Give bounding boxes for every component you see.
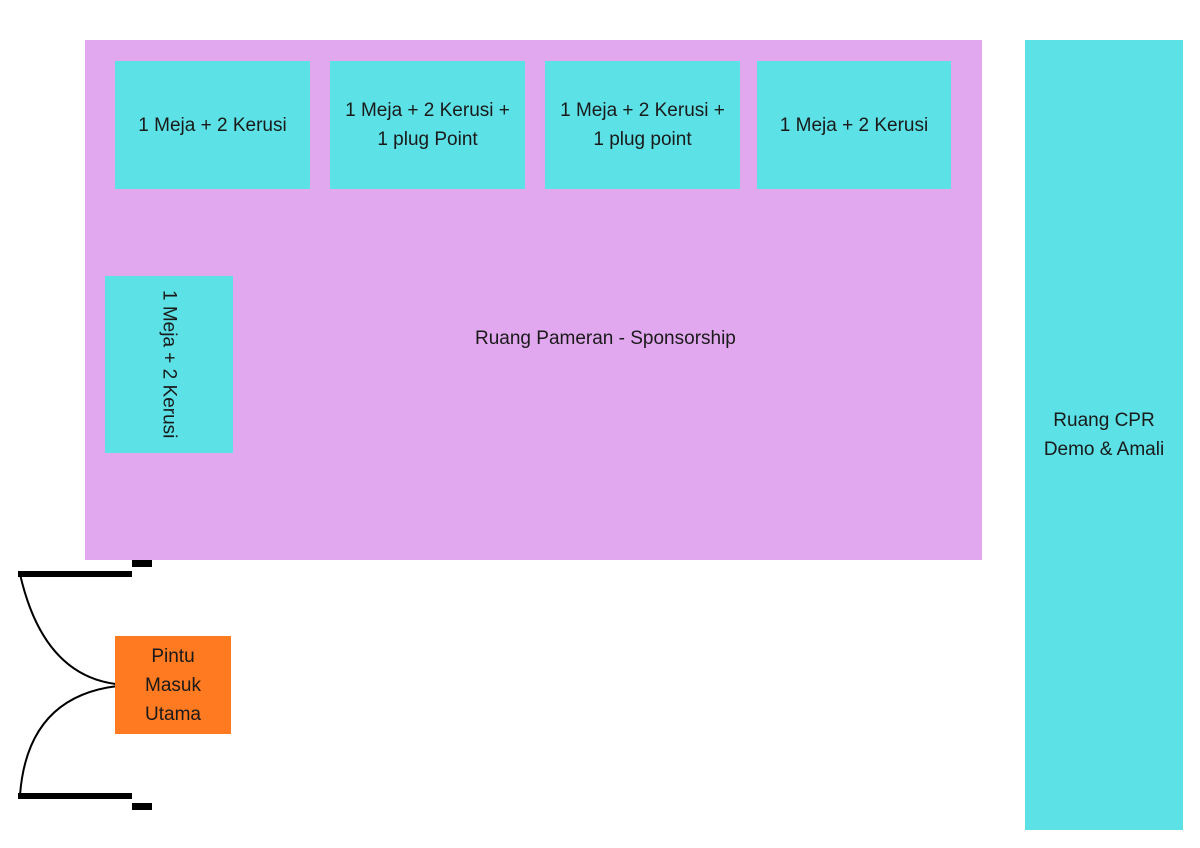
door-top-jamb [132, 560, 152, 567]
cpr-room-label: Ruang CPR Demo & Amali [1043, 410, 1165, 460]
booth-2-label: 1 Meja + 2 Kerusi + 1 plug Point [345, 100, 510, 150]
exhibition-hall: 1 Meja + 2 Kerusi 1 Meja + 2 Kerusi + 1 … [85, 40, 982, 560]
booth-5-label: 1 Meja + 2 Kerusi [158, 290, 180, 439]
main-entrance: Pintu Masuk Utama [115, 636, 231, 734]
door-bottom-jamb [132, 803, 152, 810]
door-bottom-swing-arc [19, 684, 131, 796]
booth-1: 1 Meja + 2 Kerusi [115, 61, 310, 189]
main-entrance-label: Pintu Masuk Utama [145, 645, 201, 725]
booth-2: 1 Meja + 2 Kerusi + 1 plug Point [330, 61, 525, 189]
booth-4-label: 1 Meja + 2 Kerusi [779, 114, 929, 136]
exhibition-hall-label: Ruang Pameran - Sponsorship [475, 328, 736, 349]
booth-3-label: 1 Meja + 2 Kerusi + 1 plug point [560, 100, 725, 150]
cpr-room: Ruang CPR Demo & Amali [1025, 40, 1183, 830]
booth-4: 1 Meja + 2 Kerusi [757, 61, 951, 189]
booth-5: 1 Meja + 2 Kerusi [105, 276, 233, 453]
booth-3: 1 Meja + 2 Kerusi + 1 plug point [545, 61, 740, 189]
door-bottom-leaf [18, 793, 132, 799]
door-top-swing-arc [19, 573, 131, 686]
door-top-leaf [18, 571, 132, 577]
booth-1-label: 1 Meja + 2 Kerusi [138, 114, 287, 136]
